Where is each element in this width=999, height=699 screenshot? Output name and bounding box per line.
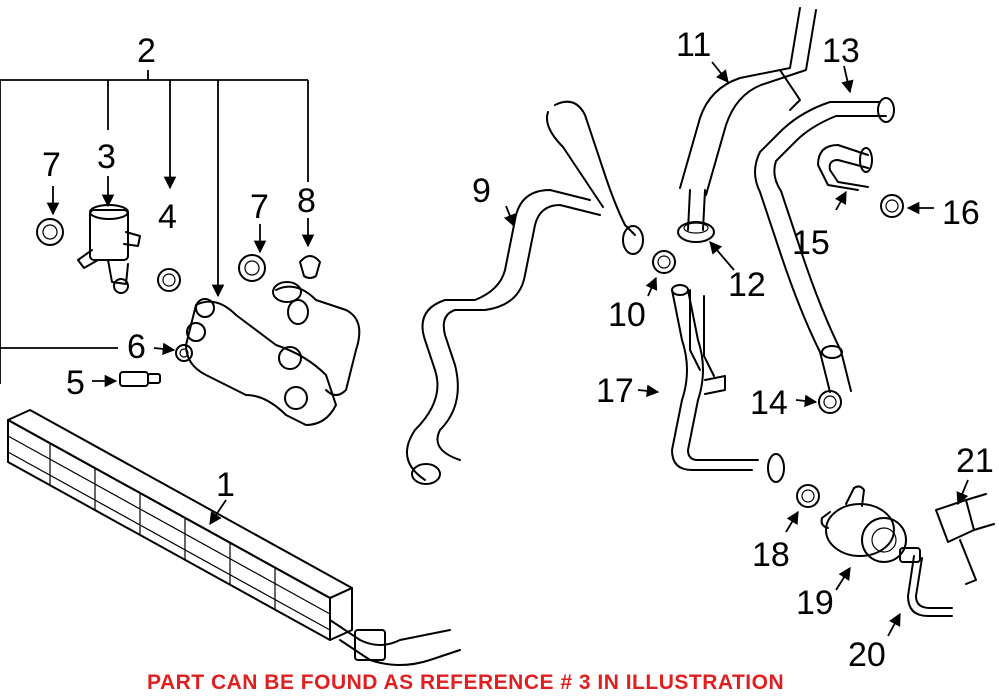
part-17-pipe xyxy=(637,284,785,483)
part-14-clamp xyxy=(795,390,842,414)
part-3-valve xyxy=(77,176,141,294)
callout-14: 14 xyxy=(750,384,788,422)
reference-notice: PART CAN BE FOUND AS REFERENCE # 3 IN IL… xyxy=(147,671,784,694)
part-13-hose xyxy=(754,65,895,393)
part-15-hose xyxy=(817,144,873,211)
callout-19: 19 xyxy=(796,584,834,622)
callout-10: 10 xyxy=(608,296,646,334)
part-6-o-ring xyxy=(153,342,193,362)
callout-7-right: 7 xyxy=(250,188,269,226)
callout-21: 21 xyxy=(956,442,994,480)
part-18-clamp xyxy=(785,484,820,533)
part-5-sensor xyxy=(92,371,161,388)
callout-2: 2 xyxy=(137,32,156,70)
callout-16: 16 xyxy=(942,194,980,232)
hose-assembly xyxy=(185,281,361,426)
callout-1: 1 xyxy=(216,466,235,504)
callout-18: 18 xyxy=(752,536,790,574)
part-21-mount xyxy=(935,479,995,585)
part-9-hose xyxy=(406,100,644,485)
callout-5: 5 xyxy=(66,364,85,402)
callout-20: 20 xyxy=(848,636,886,674)
callout-6: 6 xyxy=(127,328,146,366)
part-4-clamp xyxy=(157,268,181,292)
callout-7-left: 7 xyxy=(42,146,61,184)
part-8-clip xyxy=(299,218,321,279)
part-7-clamp-right xyxy=(238,224,267,282)
callout-8: 8 xyxy=(297,182,316,220)
callout-11: 11 xyxy=(676,26,711,64)
callout-12: 12 xyxy=(728,266,766,304)
callout-13: 13 xyxy=(822,32,860,70)
part-7-clamp-left xyxy=(36,186,64,246)
part-10-clamp xyxy=(645,250,676,297)
callout-3: 3 xyxy=(97,138,116,176)
callout-17: 17 xyxy=(596,372,634,410)
part-16-clamp xyxy=(880,194,934,218)
callout-15: 15 xyxy=(792,224,830,262)
part-20-bracket xyxy=(887,555,953,637)
callout-4: 4 xyxy=(158,198,177,236)
part-12-clamp xyxy=(677,221,735,271)
callout-2-bracket xyxy=(0,70,309,384)
part-19-pump xyxy=(820,485,921,591)
part-1-radiator xyxy=(7,409,461,666)
callout-labels: 1 2 3 4 5 6 7 7 8 9 10 11 12 13 14 15 16… xyxy=(42,26,994,674)
callout-9: 9 xyxy=(472,172,491,210)
part-11-pipe xyxy=(679,7,817,231)
